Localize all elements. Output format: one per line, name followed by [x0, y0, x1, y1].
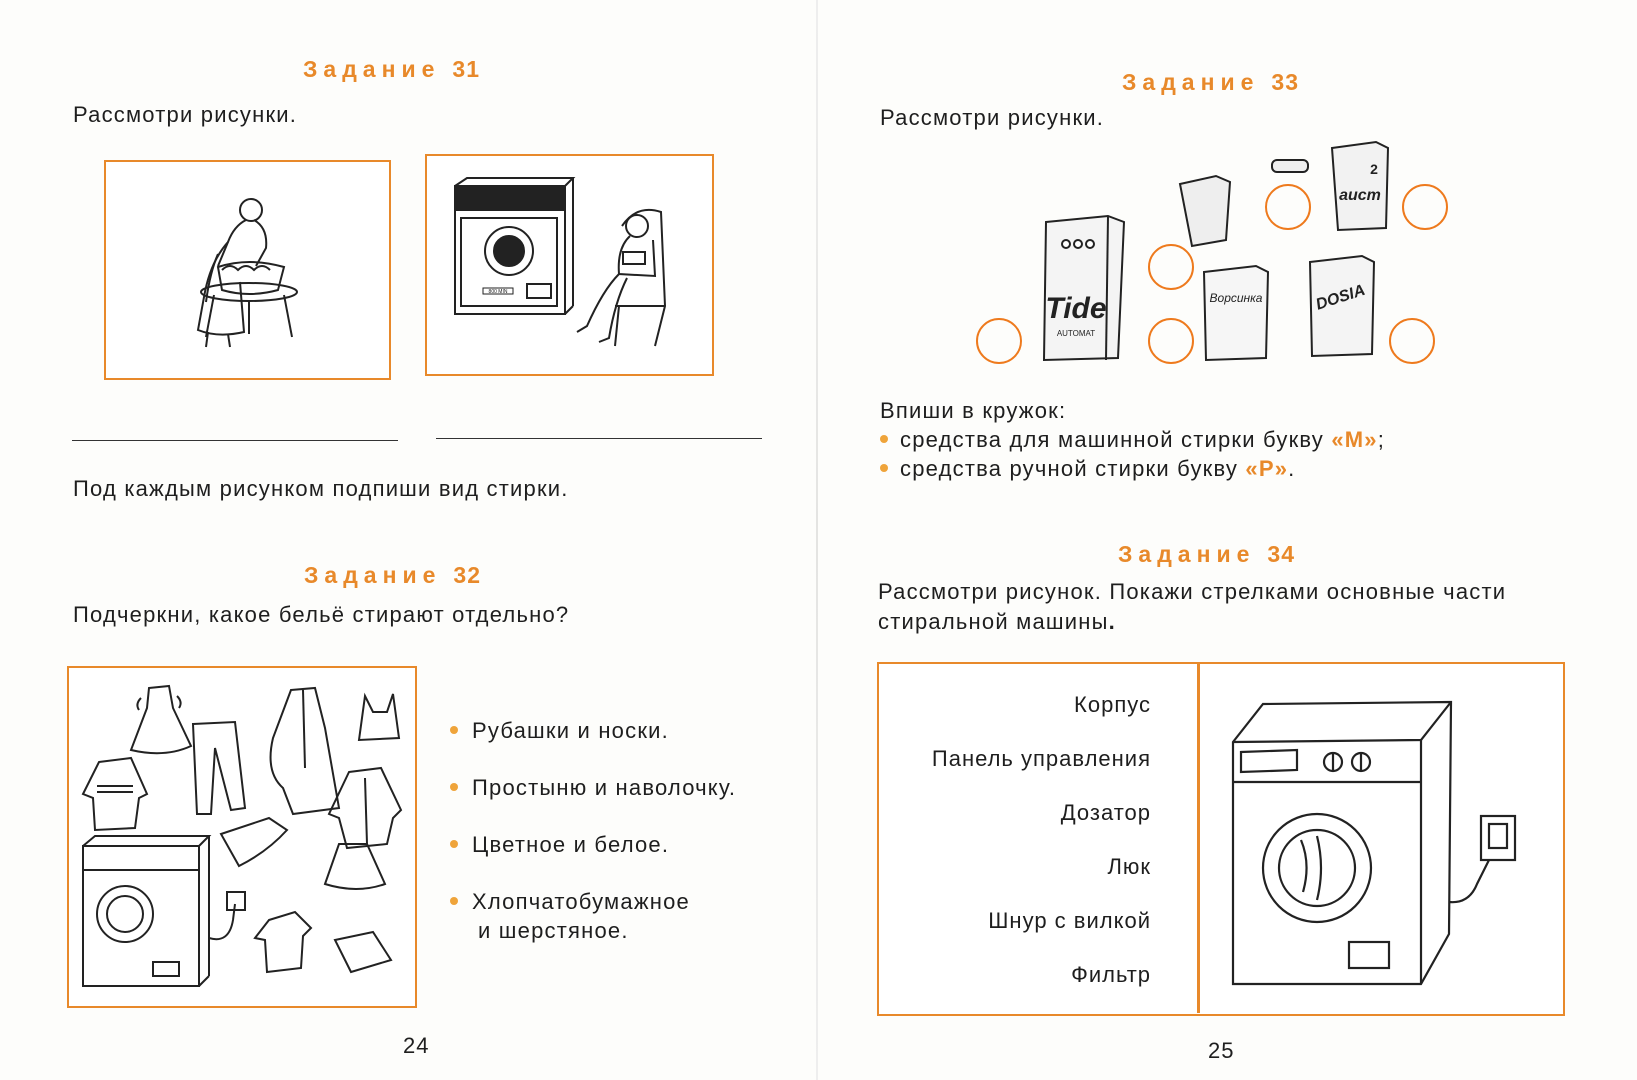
answer-circle-tide[interactable]: [976, 318, 1022, 364]
part-label-dispenser[interactable]: Дозатор: [1060, 800, 1151, 825]
machine-wash-illustration: 800 MIN: [454, 177, 667, 347]
task33-instruction: Рассмотри рисунки.: [880, 105, 1105, 130]
task32-heading-word: Задание: [304, 562, 442, 588]
task34-instruction-line1: Рассмотри рисунок. Покажи стрелками осно…: [878, 579, 1507, 604]
task33-heading-word: Задание: [1122, 69, 1260, 95]
bullet-icon: [450, 897, 458, 906]
rule1-letter: «М»: [1331, 427, 1378, 452]
task34-instruction-text: стиральной машины: [878, 609, 1109, 634]
option-sheet-pillowcase[interactable]: Простыню и наволочку.: [450, 773, 736, 803]
laundry-items-picture-frame: [67, 666, 417, 1008]
answer-circle-soap[interactable]: [1265, 184, 1311, 230]
task34-heading-word: Задание: [1118, 541, 1256, 567]
answer-line-1[interactable]: [72, 440, 398, 441]
rule1-end: ;: [1377, 427, 1386, 452]
option-text: Цветное и белое.: [472, 832, 670, 857]
answer-circle-packs[interactable]: [1148, 244, 1194, 290]
bullet-icon: [450, 840, 458, 849]
answer-line-2[interactable]: [436, 438, 762, 439]
option-text: Простыню и наволочку.: [472, 775, 737, 800]
part-label-filter[interactable]: Фильтр: [1071, 962, 1151, 987]
option-colored-white[interactable]: Цветное и белое.: [450, 830, 669, 860]
rule1-text: средства для машинной стирки букву: [900, 427, 1324, 452]
task32-heading-number: 32: [453, 562, 482, 588]
answer-circle-dosia[interactable]: [1389, 318, 1435, 364]
task34-heading-number: 34: [1267, 541, 1296, 567]
task31-caption: Под каждым рисунком подпиши вид стирки.: [73, 476, 569, 501]
write-in-circle-intro: Впиши в кружок:: [880, 398, 1067, 423]
page-number-right: 25: [1208, 1038, 1235, 1063]
machine-wash-picture-frame: 800 MIN: [425, 154, 714, 376]
parts-list: Корпус Панель управления Дозатор Люк Шну…: [879, 664, 1151, 1013]
tide-logo: Tide: [1045, 292, 1106, 325]
detergent-illustration: Tide AUTOMAT Ворсинка DOSIA аист 2: [1042, 140, 1390, 362]
tide-sub-label: AUTOMAT: [1057, 329, 1095, 338]
washing-machine-parts-frame: Корпус Панель управления Дозатор Люк Шну…: [877, 662, 1565, 1016]
option-text: Хлопчатобумажное: [472, 889, 690, 914]
bullet-icon: [450, 726, 458, 735]
task31-instruction: Рассмотри рисунки.: [73, 102, 298, 127]
laundry-items-illustration: [81, 684, 403, 987]
task33-heading: Задание 33: [1122, 69, 1299, 96]
rule2-end: .: [1288, 456, 1296, 481]
washing-machine-illustration: [1231, 700, 1517, 986]
page-gutter: [816, 0, 818, 1080]
aist-number: 2: [1370, 161, 1378, 177]
rule2-letter: «Р»: [1245, 456, 1289, 481]
option-cotton-wool-line2: и шерстяное.: [478, 918, 629, 943]
option-cotton-wool[interactable]: Хлопчатобумажное: [450, 887, 690, 917]
task32-heading: Задание 32: [304, 562, 481, 589]
task32-question: Подчеркни, какое бельё стирают отдельно?: [73, 602, 570, 627]
hand-wash-illustration: [196, 198, 298, 348]
task31-heading-number: 31: [452, 56, 481, 82]
part-label-cord-plug[interactable]: Шнур с вилкой: [988, 908, 1151, 933]
task34-heading: Задание 34: [1118, 541, 1295, 568]
page-number-left: 24: [403, 1033, 430, 1058]
part-label-body[interactable]: Корпус: [1074, 692, 1151, 717]
bullet-icon: [880, 464, 888, 473]
option-shirts-socks[interactable]: Рубашки и носки.: [450, 716, 669, 746]
option-text: Рубашки и носки.: [472, 718, 669, 743]
task34-instruction-end: .: [1108, 609, 1116, 634]
task31-heading: Задание 31: [303, 56, 480, 83]
machine-model-label: 800 MIN: [489, 289, 508, 295]
answer-circle-aist[interactable]: [1402, 184, 1448, 230]
task33-heading-number: 33: [1271, 69, 1300, 95]
task31-heading-word: Задание: [303, 56, 441, 82]
bullet-icon: [450, 783, 458, 792]
answer-circle-vorsinka[interactable]: [1148, 318, 1194, 364]
rule-machine-wash: средства для машинной стирки букву «М»;: [880, 425, 1385, 455]
part-label-door[interactable]: Люк: [1107, 854, 1151, 879]
frame-divider: [1197, 664, 1200, 1013]
detergent-products: Tide AUTOMAT Ворсинка DOSIA аист 2: [1034, 140, 1454, 380]
task34-instruction-line2: стиральной машины.: [878, 607, 1116, 637]
bullet-icon: [880, 435, 888, 444]
hand-wash-picture-frame: [104, 160, 391, 380]
vorsinka-logo: Ворсинка: [1210, 291, 1263, 305]
aist-logo: аист: [1339, 187, 1381, 204]
rule-hand-wash: средства ручной стирки букву «Р».: [880, 454, 1295, 484]
rule2-text: средства ручной стирки букву: [900, 456, 1239, 481]
part-label-control-panel[interactable]: Панель управления: [931, 746, 1151, 771]
